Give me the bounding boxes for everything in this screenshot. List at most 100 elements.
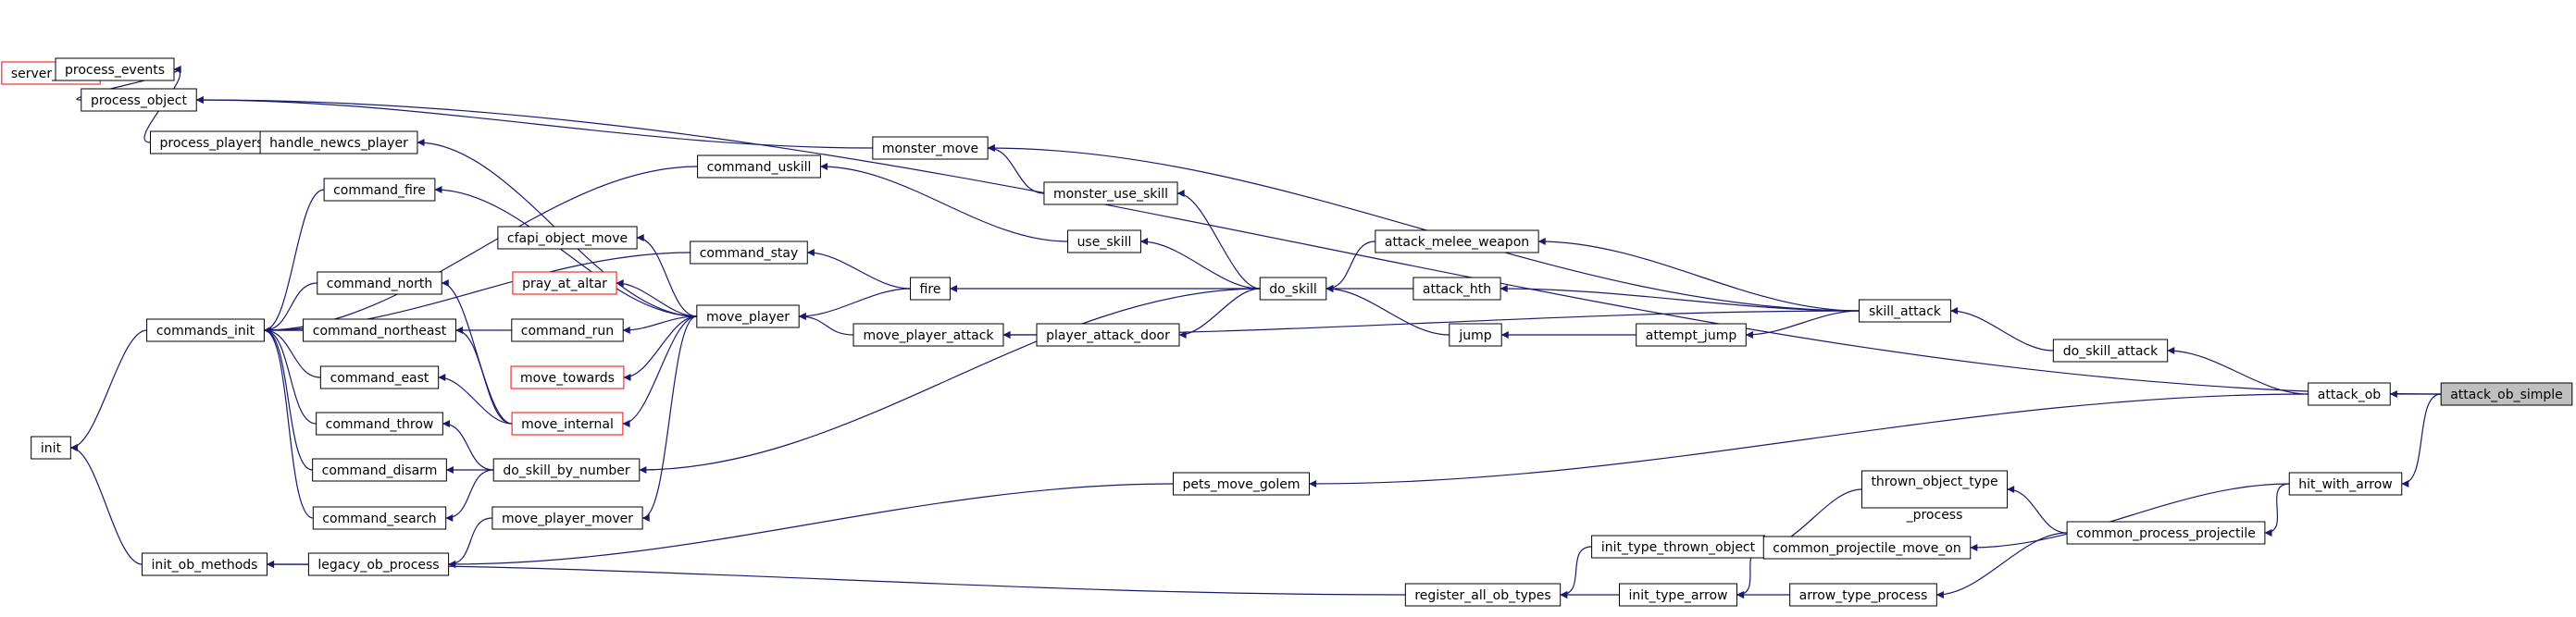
node-box [1375, 229, 1539, 253]
node-skill-attack[interactable]: skill_attack [1859, 299, 1951, 323]
node-box [1619, 583, 1737, 607]
node-use-skill[interactable]: use_skill [1067, 229, 1141, 253]
edge-move-player-to-pray-at-altar [616, 279, 697, 317]
node-command-disarm[interactable]: command_disarm [312, 458, 447, 482]
node-command-north[interactable]: command_north [317, 271, 442, 295]
node-box [319, 365, 440, 389]
edge-skill-attack-to-attempt-jump [1745, 310, 1860, 339]
edge-hit-with-arrow-to-common-projectile-move-on [1970, 483, 2290, 551]
node-label: cfapi_object_move [507, 231, 628, 246]
node-process-players1[interactable]: process_players1 [149, 130, 282, 154]
node-label: init_type_thrown_object [1601, 540, 1756, 555]
node-attack-hth[interactable]: attack_hth [1412, 277, 1501, 301]
node-label: common_process_projectile [2076, 526, 2256, 541]
node-label: commands_init [156, 324, 255, 339]
node-label: command_disarm [322, 463, 438, 478]
node-command-uskill[interactable]: command_uskill [697, 154, 821, 179]
node-common-process-projectile[interactable]: common_process_projectile [2066, 521, 2266, 545]
node-command-throw[interactable]: command_throw [316, 412, 443, 436]
node-init[interactable]: init [31, 436, 71, 460]
node-init-type-thrown-object[interactable]: init_type_thrown_object [1591, 535, 1765, 559]
node-attack-melee-weapon[interactable]: attack_melee_weapon [1375, 229, 1539, 253]
node-command-search[interactable]: command_search [312, 506, 447, 530]
node-do-skill-by-number[interactable]: do_skill_by_number [492, 458, 641, 482]
node-label: skill_attack [1869, 304, 1942, 319]
node-box [497, 226, 638, 250]
node-box [1636, 323, 1747, 347]
node-box [307, 552, 450, 576]
edge-skill-attack-to-attack-melee-weapon [1537, 238, 1860, 312]
node-init-ob-methods[interactable]: init_ob_methods [142, 552, 268, 576]
node-arrow-type-process[interactable]: arrow_type_process [1789, 583, 1937, 607]
node-player-attack-door[interactable]: player_attack_door [1036, 323, 1180, 347]
node-box [316, 412, 443, 436]
node-label: do_skill_by_number [503, 463, 630, 478]
node-box [317, 271, 442, 295]
node-move-towards[interactable]: move_towards [510, 365, 625, 389]
node-process-events[interactable]: process_events [55, 57, 175, 81]
node-box [690, 241, 808, 265]
node-init-type-arrow[interactable]: init_type_arrow [1619, 583, 1737, 607]
node-label: monster_use_skill [1053, 187, 1168, 202]
node-box [492, 506, 643, 530]
node-fire[interactable]: fire [910, 277, 951, 301]
edge-do-skill-to-monster-use-skill [1176, 190, 1261, 290]
edge-command-east-to-commands-init [264, 327, 321, 378]
node-attack-ob-simple[interactable]: attack_ob_simple [2440, 382, 2573, 406]
node-box [1259, 277, 1327, 301]
node-move-player-attack[interactable]: move_player_attack [852, 323, 1004, 347]
node-jump[interactable]: jump [1449, 323, 1502, 347]
node-commands-init[interactable]: commands_init [146, 318, 265, 342]
node-command-run[interactable]: command_run [511, 318, 624, 342]
node-move-player[interactable]: move_player [696, 304, 800, 328]
node-legacy-ob-process[interactable]: legacy_ob_process [307, 552, 450, 576]
node-box [492, 458, 641, 482]
node-label: hit_with_arrow [2298, 477, 2393, 492]
node-box [142, 552, 268, 576]
edge-do-skill-to-player-attack-door [1178, 288, 1261, 339]
node-move-player-mover[interactable]: move_player_mover [492, 506, 643, 530]
edge-move-player-to-move-player-mover [641, 315, 697, 522]
node-attempt-jump[interactable]: attempt_jump [1636, 323, 1747, 347]
node-box [2066, 521, 2266, 545]
node-box [2052, 339, 2169, 363]
node-command-northeast[interactable]: command_northeast [303, 318, 456, 342]
node-register-all-ob-types[interactable]: register_all_ob_types [1404, 583, 1562, 607]
node-box [1449, 323, 1502, 347]
node-do-skill[interactable]: do_skill [1259, 277, 1327, 301]
edge-init-ob-methods-to-init [69, 444, 143, 565]
node-box [312, 506, 447, 530]
edge-move-internal-to-command-east [438, 374, 513, 425]
node-attack-ob[interactable]: attack_ob [2308, 382, 2391, 406]
node-box [511, 412, 624, 436]
node-command-fire[interactable]: command_fire [323, 178, 436, 202]
node-label: attack_melee_weapon [1385, 235, 1529, 250]
edge-move-internal-to-command-northeast [455, 327, 513, 425]
node-handle-newcs-player[interactable]: handle_newcs_player [259, 130, 418, 154]
node-monster-move[interactable]: monster_move [872, 136, 989, 160]
node-box [1591, 535, 1765, 559]
node-do-skill-attack[interactable]: do_skill_attack [2052, 339, 2169, 363]
node-cfapi-object-move[interactable]: cfapi_object_move [497, 226, 638, 250]
node-move-internal[interactable]: move_internal [511, 412, 624, 436]
node-box [510, 365, 625, 389]
node-hit-with-arrow[interactable]: hit_with_arrow [2288, 472, 2403, 496]
node-pray-at-altar[interactable]: pray_at_altar [512, 271, 617, 295]
node-command-east[interactable]: command_east [319, 365, 440, 389]
node-process-object[interactable]: process_object [81, 88, 197, 112]
node-thrown-object-type-process[interactable]: thrown_object_type_process [1860, 470, 2009, 523]
node-pets-move-golem[interactable]: pets_move_golem [1173, 472, 1310, 496]
node-box [303, 318, 456, 342]
edge-fire-to-command-stay [806, 249, 911, 290]
node-common-projectile-move-on[interactable]: common_projectile_move_on [1762, 536, 1972, 560]
node-label: init [41, 441, 62, 456]
node-label: move_player_mover [502, 512, 633, 526]
edge-use-skill-to-command-uskill [820, 163, 1068, 242]
node-box [696, 304, 800, 328]
node-box [872, 136, 989, 160]
node-box [1762, 536, 1972, 560]
edge-do-skill-attack-to-skill-attack [1950, 307, 2054, 352]
edge-attack-ob-to-pets-move-golem [1309, 393, 2308, 487]
node-monster-use-skill[interactable]: monster_use_skill [1043, 181, 1178, 205]
node-command-stay[interactable]: command_stay [690, 241, 808, 265]
